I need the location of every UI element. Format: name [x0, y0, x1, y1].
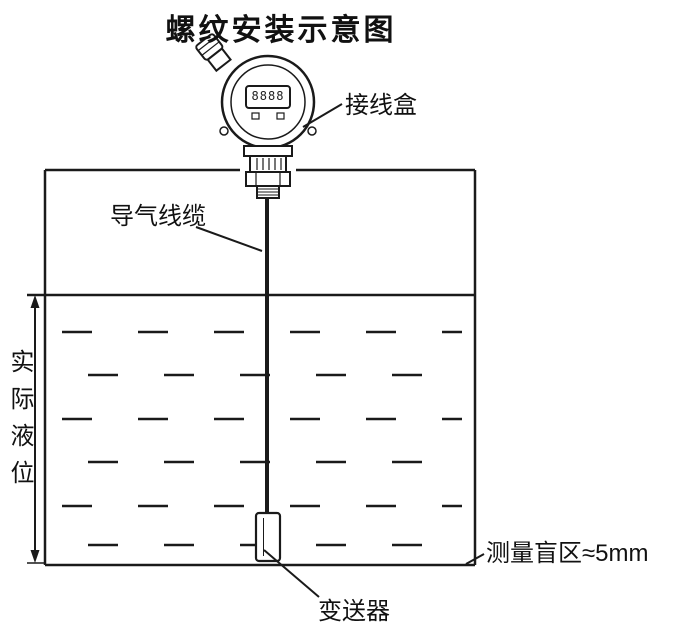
leader-junction-box: [302, 103, 343, 128]
label-junction-box: 接线盒: [345, 92, 417, 119]
level-dimension: [27, 295, 45, 564]
leader-transmitter: [263, 549, 320, 598]
label-transmitter: 变送器: [318, 598, 390, 625]
cable-gland: [195, 33, 232, 73]
head-ear-right: [307, 126, 317, 136]
display-button-right: [276, 112, 285, 120]
label-actual-level: 实际液位: [6, 349, 33, 497]
display-button-left: [251, 112, 260, 120]
hex-nut: [245, 171, 291, 187]
tank-outline: [43, 168, 477, 567]
display-window: [245, 85, 291, 109]
dimension-arrow-top: [30, 295, 40, 308]
head-housing-inner: [230, 64, 306, 140]
head-ear-left: [219, 126, 229, 136]
label-blind-zone: 测量盲区≈5mm: [486, 540, 649, 567]
dimension-arrow-bottom: [30, 550, 40, 563]
leader-air-cable: [195, 226, 263, 252]
transmitter-head: [195, 33, 317, 199]
diagram-title: 螺纹安装示意图: [165, 14, 397, 47]
probe-body: [254, 511, 282, 563]
head-neck: [243, 145, 293, 157]
label-air-cable: 导气线缆: [110, 203, 206, 230]
thread-nipple: [256, 185, 280, 199]
terminal-section: [249, 155, 287, 173]
display-digits: 8888: [251, 89, 285, 103]
leader-blind-zone: [465, 553, 485, 565]
